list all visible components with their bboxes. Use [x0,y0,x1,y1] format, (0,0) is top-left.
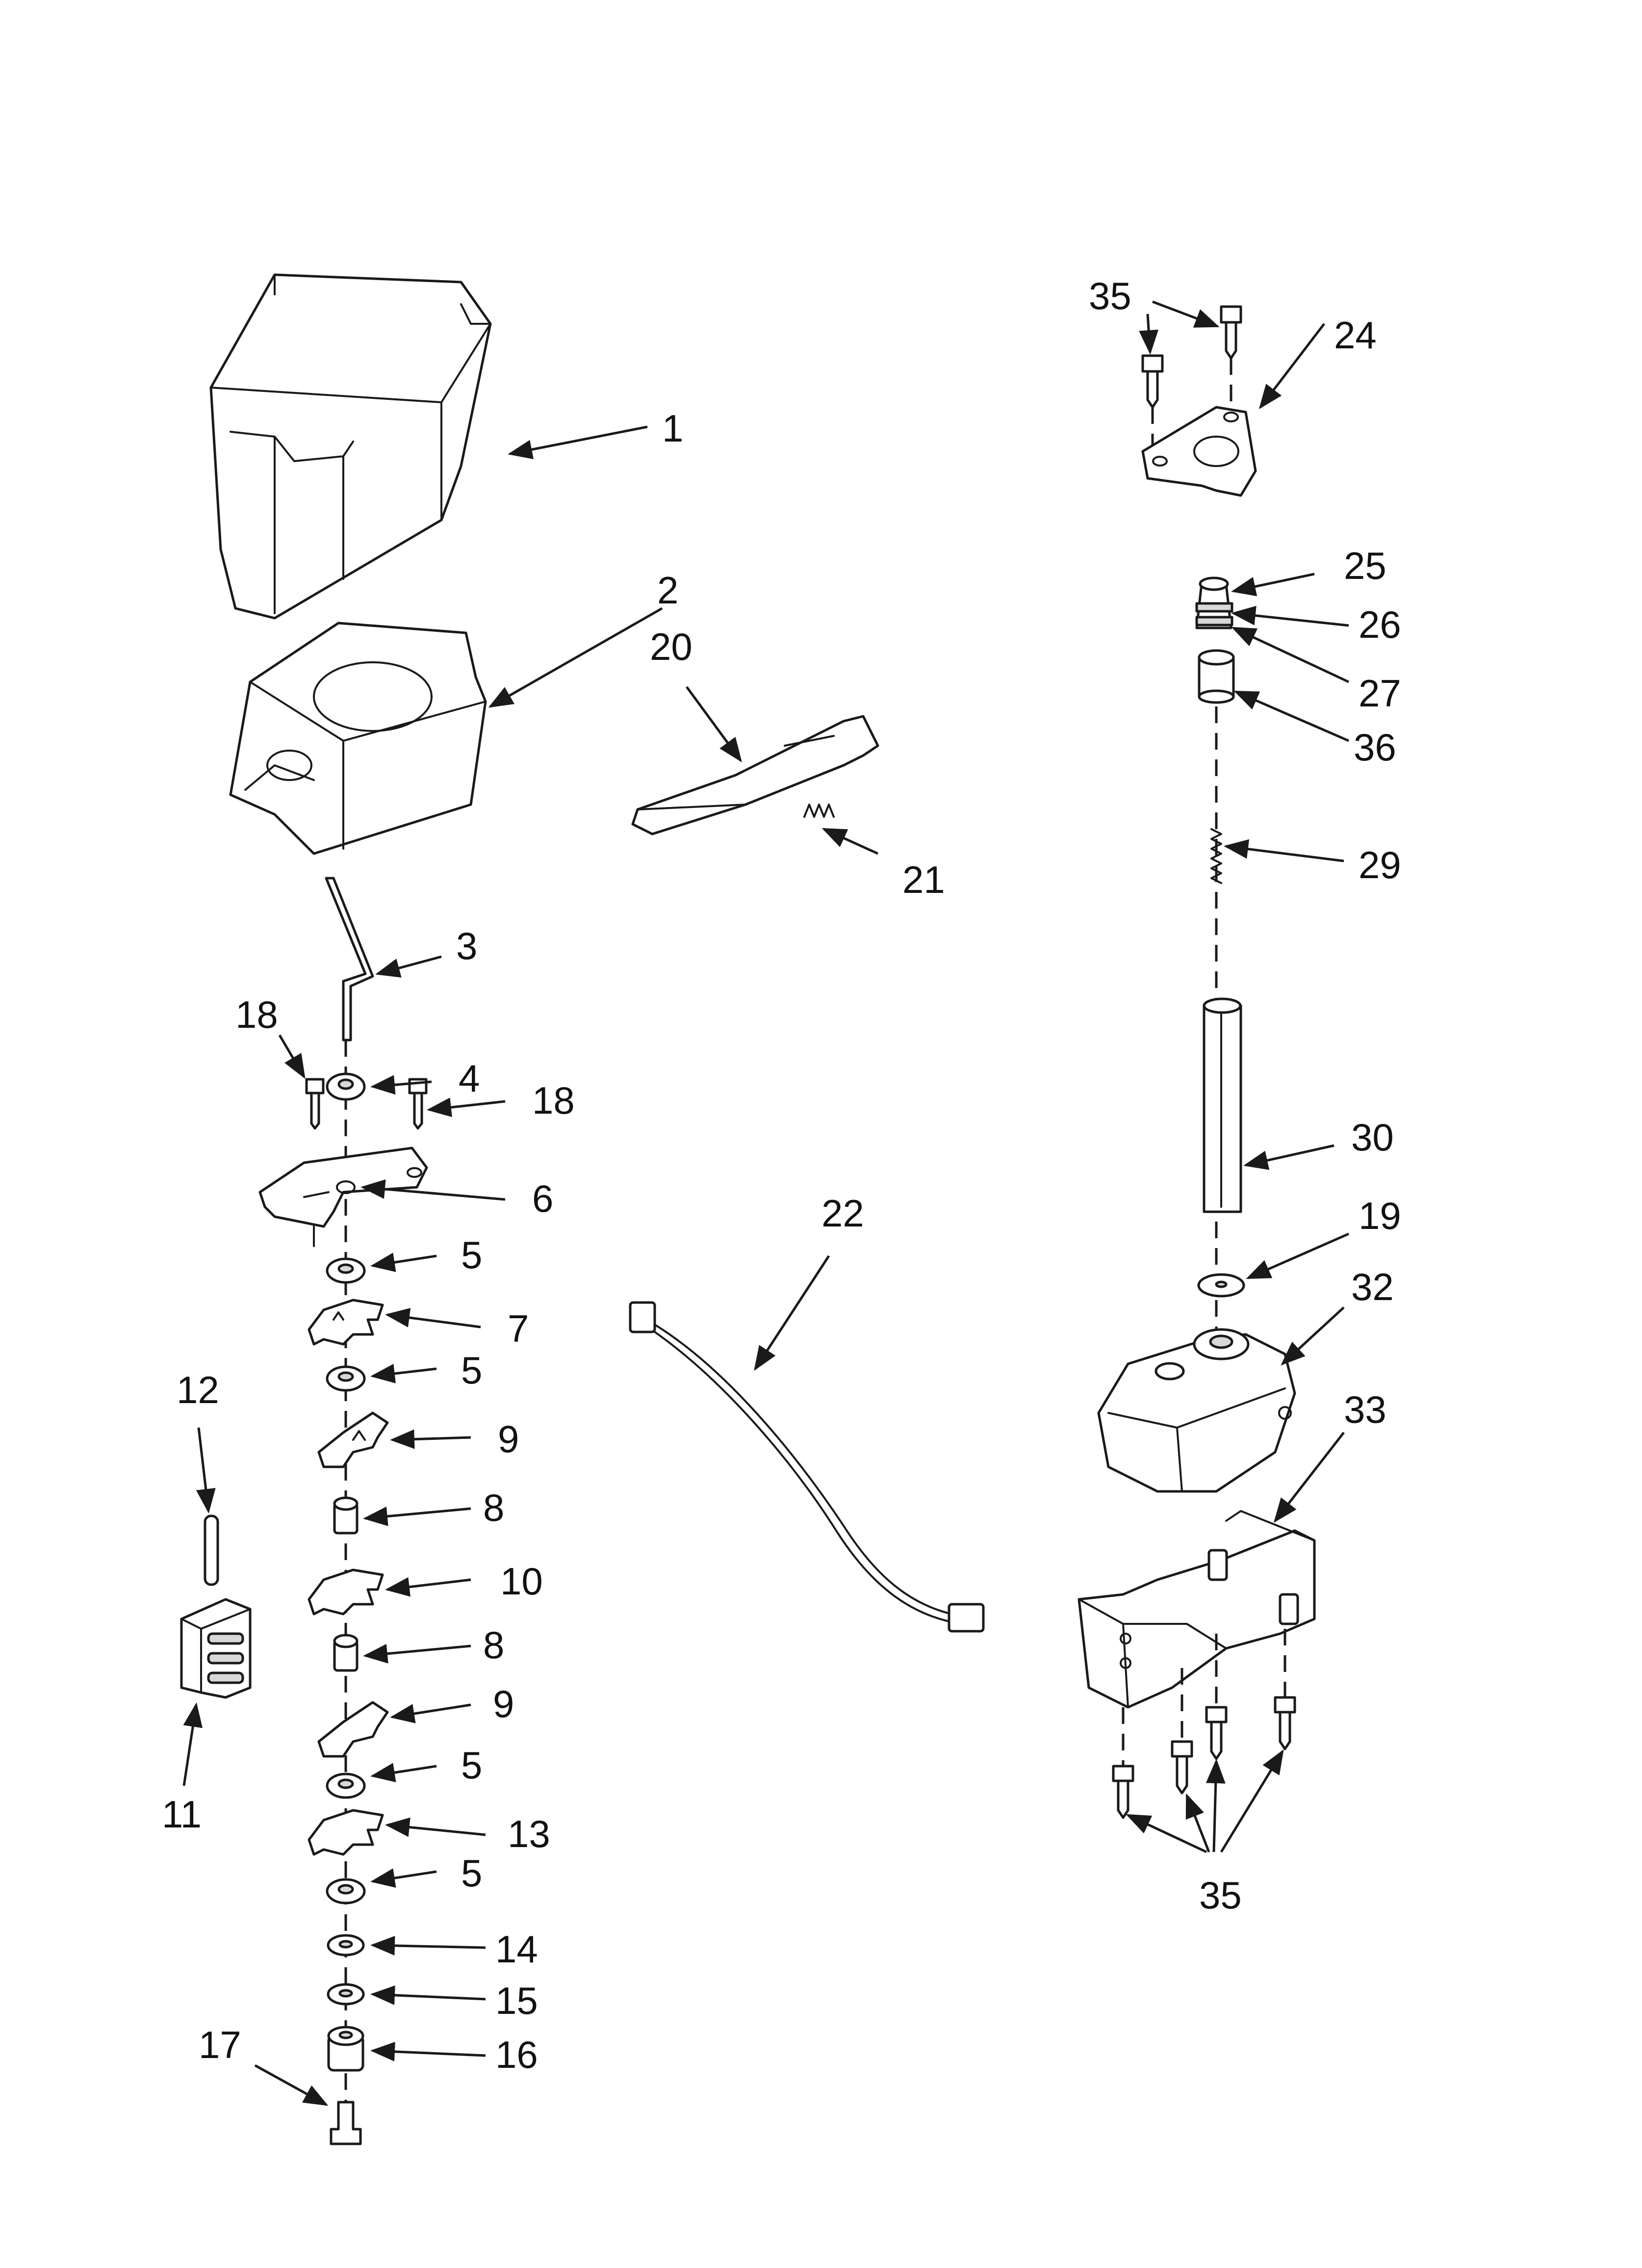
part-17-screw [330,2101,362,2145]
callout-9a: 9 [498,1417,519,1460]
part-13-blade [308,1809,384,1856]
callout-13: 13 [508,1812,550,1855]
callout-18-left: 18 [235,993,278,1036]
callout-16: 16 [495,2033,538,2076]
callout-26: 26 [1359,603,1401,646]
callout-20: 20 [650,625,693,668]
callout-35-top: 35 [1089,274,1131,317]
callout-22: 22 [821,1192,864,1235]
part-15-washer [327,1983,365,2006]
callout-30: 30 [1351,1116,1394,1159]
part-16-nut [327,2026,364,2072]
part-25-27-coupler [1195,576,1233,629]
callout-2: 2 [657,569,678,612]
part-9-blade-b [317,1701,389,1758]
part-7-blade [308,1299,384,1346]
callout-36: 36 [1354,726,1396,769]
part-5-bushing-d [326,1878,366,1904]
part-8-spacer-a [333,1496,359,1535]
part-18-screw-left [305,1078,325,1130]
callout-18-right: 18 [532,1079,575,1122]
part-21-spring [803,804,835,818]
part-5-bushing-b [326,1365,366,1392]
callout-29: 29 [1359,843,1401,886]
callout-24: 24 [1334,313,1377,357]
callout-19: 19 [1359,1194,1401,1237]
part-1-ice-bucket [209,273,492,620]
part-36-sleeve [1198,649,1235,704]
part-6-plate [258,1147,428,1247]
part-5-bushing-c [326,1773,366,1799]
callout-33: 33 [1344,1388,1386,1431]
part-10-blade [308,1568,384,1616]
callout-3: 3 [456,924,477,967]
callout-6: 6 [532,1177,553,1220]
callout-11: 11 [162,1793,202,1836]
callout-numbers: 1 2 20 21 3 18 4 18 6 5 7 5 12 9 8 10 8 … [162,274,1401,2076]
callout-8b: 8 [483,1623,504,1667]
callout-27: 27 [1359,672,1401,715]
callout-5b: 5 [461,1349,482,1392]
part-4-bushing [326,1072,366,1101]
callout-5a: 5 [461,1233,482,1277]
part-35-screw-bottom-1 [1112,1765,1134,1819]
part-18-screw-right [408,1078,428,1130]
part-35-screw-bottom-3 [1205,1706,1228,1760]
part-35-screw-bottom-4 [1274,1696,1296,1750]
callout-12: 12 [177,1368,219,1411]
part-24-bracket [1141,406,1257,497]
part-35-screw-bottom-2 [1171,1740,1193,1795]
part-9-blade-a [317,1411,389,1468]
callout-10: 10 [500,1560,543,1603]
part-12-pin [204,1514,219,1586]
callout-5d: 5 [461,1851,482,1895]
callout-25: 25 [1344,544,1386,587]
callout-9b: 9 [493,1682,514,1725]
part-14-washer [327,1934,365,1956]
callout-1: 1 [662,407,683,450]
callout-14: 14 [495,1928,538,1971]
part-5-bushing-a [326,1257,366,1284]
callout-32: 32 [1351,1265,1394,1308]
callout-21: 21 [902,858,945,901]
callout-17: 17 [199,2023,241,2066]
callout-7: 7 [508,1307,529,1350]
part-8-spacer-b [333,1634,359,1672]
part-35-screw-top-left [1141,354,1164,409]
part-11-block [180,1598,252,1699]
part-2-crusher-housing [229,622,487,855]
part-33-mount-bracket [1078,1510,1316,1709]
callout-15: 15 [495,1979,538,2022]
leader-lines [182,300,1350,2106]
callout-35-bottom: 35 [1199,1874,1242,1917]
callout-4: 4 [459,1057,480,1100]
part-30-shaft [1203,997,1242,1213]
part-22-wire-harness [629,1301,985,1633]
part-29-spring [1210,828,1222,884]
callout-8a: 8 [483,1486,504,1529]
part-35-screw-top-right [1220,305,1242,360]
part-20-lever [631,715,879,835]
part-3-rod [325,877,374,1042]
callout-5c: 5 [461,1744,482,1787]
part-19-washer [1197,1273,1245,1298]
part-32-motor [1097,1328,1296,1493]
